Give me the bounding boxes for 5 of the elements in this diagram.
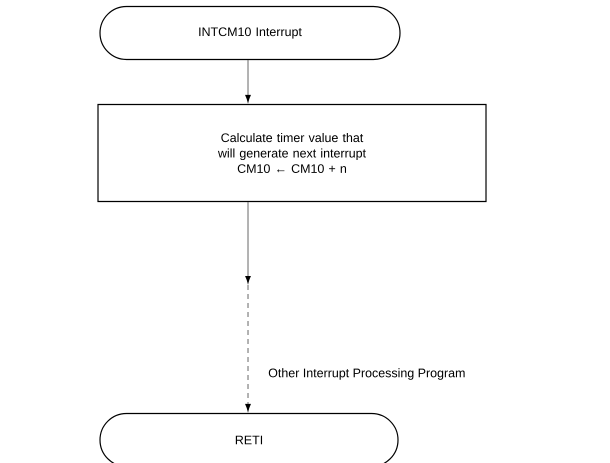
arrow — [245, 202, 251, 284]
process-box: Calculate timer value that will generate next interrupt CM10 ← CM10 + n — [97, 104, 487, 202]
arrow — [245, 60, 251, 103]
edge-label: Other Interrupt Processing Program — [268, 368, 465, 380]
arrow — [245, 284, 251, 412]
